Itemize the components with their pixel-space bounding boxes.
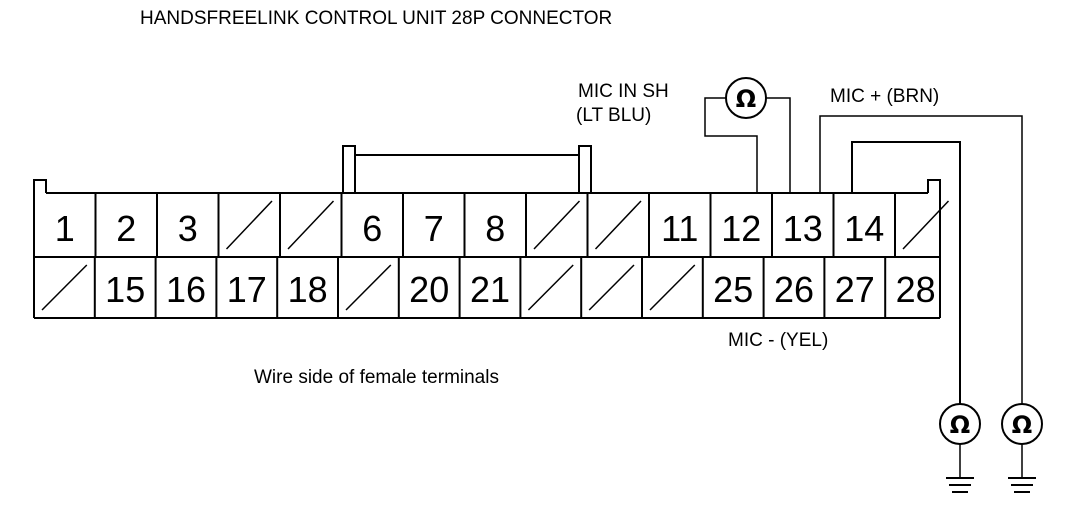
mic-in-sh-label: MIC IN SH: [578, 81, 669, 102]
unused-terminal-slash: [527, 264, 574, 311]
terminal-cell: 28: [884, 257, 936, 318]
terminal-cell: 25: [701, 257, 753, 318]
terminal-cell: 3: [156, 193, 198, 257]
terminal-number: 8: [485, 208, 505, 249]
ohmmeter-pin12-13: Ω: [704, 77, 791, 193]
mic-plus-label: MIC + (BRN): [830, 86, 939, 107]
terminal-cell: [586, 193, 642, 257]
mic-minus-label: MIC - (YEL): [728, 330, 828, 351]
terminal-cell: 20: [397, 257, 449, 318]
terminal-cell: 14: [832, 193, 884, 257]
terminal-number: 11: [661, 208, 698, 249]
unused-terminal-slash: [649, 264, 696, 311]
diagram-title: HANDSFREELINK CONTROL UNIT 28P CONNECTOR: [140, 8, 612, 29]
terminal-cell: 11: [648, 193, 698, 257]
terminal-cell: [337, 257, 392, 318]
ground-icon: [1008, 477, 1036, 493]
terminal-cell: 15: [93, 257, 145, 318]
unused-terminal-slash: [588, 264, 635, 311]
unused-terminal-slash: [533, 200, 581, 250]
terminal-cell: 7: [402, 193, 444, 257]
terminal-cell: [894, 193, 950, 257]
unused-terminal-slash: [902, 200, 950, 250]
terminal-number: 3: [178, 208, 198, 249]
terminal-cell: 6: [340, 193, 382, 257]
terminal-number: 25: [713, 269, 753, 310]
unused-terminal-slash: [287, 200, 335, 250]
terminal-number: 18: [288, 269, 328, 310]
ground-icon: [946, 477, 974, 493]
connector-bottom-row: 15 16 17 18 20 21 25 26 27 28: [41, 257, 936, 318]
terminal-cell: 27: [823, 257, 875, 318]
terminal-number: 13: [783, 208, 823, 249]
terminal-number: 16: [166, 269, 206, 310]
terminal-cell: 2: [94, 193, 136, 257]
terminal-cell: [641, 257, 696, 318]
terminal-cell: 13: [771, 193, 823, 257]
unused-terminal-slash: [225, 200, 273, 250]
ohm-icon: Ω: [1012, 411, 1032, 439]
ohm-icon: Ω: [736, 85, 756, 113]
connector-body: [33, 145, 941, 319]
terminal-number: 28: [896, 269, 936, 310]
terminal-number: 21: [470, 269, 510, 310]
terminal-cell: [519, 257, 574, 318]
terminal-cell: 21: [458, 257, 510, 318]
terminal-number: 17: [227, 269, 267, 310]
terminal-number: 12: [721, 208, 761, 249]
terminal-cell: [217, 193, 273, 257]
terminal-number: 14: [844, 208, 884, 249]
terminal-cell: 12: [709, 193, 761, 257]
terminal-cell: 17: [215, 257, 267, 318]
ohmmeter-pin14-ground: Ω: [851, 141, 981, 493]
terminal-number: 1: [55, 208, 75, 249]
diagram-caption: Wire side of female terminals: [254, 367, 499, 388]
terminal-cell: [279, 193, 335, 257]
terminal-number: 6: [362, 208, 382, 249]
terminal-number: 15: [105, 269, 145, 310]
terminal-cell: 1: [55, 208, 75, 249]
terminal-cell: 16: [154, 257, 206, 318]
unused-terminal-slash: [41, 264, 88, 311]
terminal-number: 7: [424, 208, 444, 249]
terminal-cell: 18: [276, 257, 328, 318]
terminal-cell: [580, 257, 635, 318]
terminal-number: 2: [116, 208, 136, 249]
unused-terminal-slash: [345, 264, 392, 311]
unused-terminal-slash: [594, 200, 642, 250]
mic-in-sh-color-label: (LT BLU): [576, 105, 651, 126]
terminal-cell: [525, 193, 581, 257]
connector-latch: [342, 145, 592, 194]
terminal-cell: 8: [463, 193, 505, 257]
ohmmeter-pin13-ground: Ω: [819, 115, 1043, 493]
terminal-cell: [41, 264, 88, 311]
terminal-number: 27: [835, 269, 875, 310]
terminal-number: 26: [774, 269, 814, 310]
terminal-cell: 26: [762, 257, 814, 318]
ohm-icon: Ω: [950, 411, 970, 439]
terminal-number: 20: [409, 269, 449, 310]
